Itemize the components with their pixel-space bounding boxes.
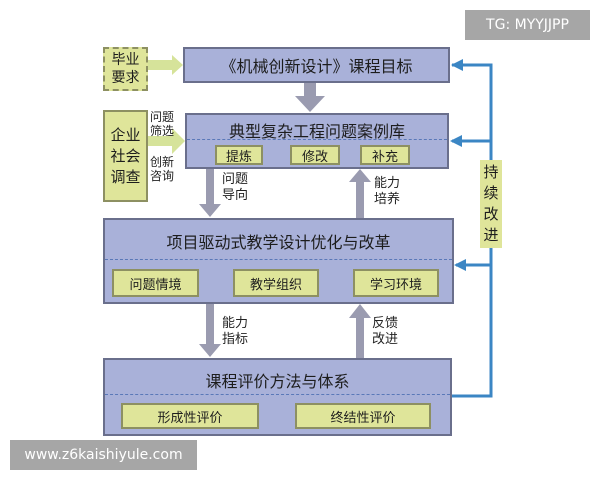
project-item: 问题情境	[112, 269, 199, 297]
graduation-requirements-box: 毕业 要求	[103, 47, 148, 91]
case-library-box: 典型复杂工程问题案例库 提炼 修改 补充	[185, 113, 449, 169]
project-teaching-box: 项目驱动式教学设计优化与改革 问题情境 教学组织 学习环境	[103, 218, 454, 304]
case-item: 修改	[290, 145, 340, 165]
arrow-left-icon	[450, 135, 462, 147]
arrow-right-icon	[147, 128, 185, 154]
arrow-left-icon	[454, 259, 466, 271]
label-screen: 问题 筛选	[150, 110, 175, 138]
arrow-down-icon	[295, 82, 325, 112]
label-problem-oriented: 问题 导向	[222, 172, 249, 203]
label-feedback: 反馈 改进	[372, 316, 399, 347]
arrow-down-icon	[199, 303, 221, 357]
arrow-up-icon	[349, 304, 371, 358]
project-item: 学习环境	[353, 269, 439, 297]
case-library-title: 典型复杂工程问题案例库	[228, 122, 405, 141]
project-title: 项目驱动式教学设计优化与改革	[166, 233, 391, 252]
course-goal-box: 《机械创新设计》课程目标	[183, 47, 450, 83]
evaluation-item: 终结性评价	[295, 403, 431, 429]
case-item: 补充	[360, 145, 410, 165]
label-consult: 创新 咨询	[150, 155, 175, 183]
label-ability-training: 能力 培养	[374, 176, 401, 207]
arrow-up-icon	[349, 169, 371, 218]
case-item: 提炼	[215, 145, 263, 165]
arrow-left-icon	[451, 59, 463, 71]
evaluation-item: 形成性评价	[121, 403, 259, 429]
arrow-right-icon	[148, 55, 183, 75]
arrow-down-icon	[199, 168, 221, 217]
evaluation-title: 课程评价方法与体系	[205, 372, 350, 391]
project-item: 教学组织	[233, 269, 319, 297]
label-ability-index: 能力 指标	[222, 316, 249, 347]
enterprise-survey-box: 企业 社会 调查	[103, 110, 148, 202]
watermark-bottom: www.z6kaishiyule.com	[10, 440, 197, 470]
watermark-top: TG: MYYJJPP	[465, 10, 590, 40]
evaluation-box: 课程评价方法与体系 形成性评价 终结性评价	[103, 358, 452, 436]
continuous-improvement-label: 持续改进	[480, 160, 502, 248]
